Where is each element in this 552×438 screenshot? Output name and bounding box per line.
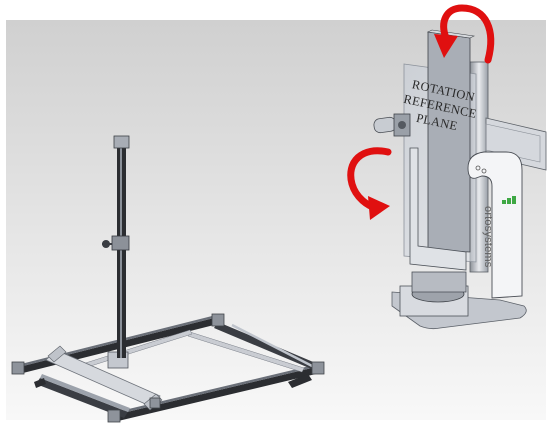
mast-highlight [120, 146, 122, 358]
mast-top-cap [113, 135, 130, 149]
foot-plate-right [288, 374, 312, 388]
white-housing [467, 151, 523, 299]
rotation-device [373, 29, 547, 330]
screw-icon [481, 168, 487, 174]
cross-rail-left [36, 374, 130, 418]
foot-back-left [107, 409, 121, 423]
mast-carriage [111, 235, 130, 251]
cross-rail-right [214, 322, 318, 370]
vertical-slab [427, 31, 471, 253]
front-frame [409, 147, 467, 271]
foot-front-left [11, 361, 25, 375]
foot-mid [149, 397, 161, 409]
rotary-housing [411, 271, 467, 293]
platform-end-left [47, 345, 67, 363]
foot-back-right [311, 361, 325, 375]
pivot-icon [398, 121, 406, 129]
light-rail [231, 323, 317, 370]
foot-plate-left [34, 378, 46, 388]
brand-name: ortosystems [482, 206, 494, 268]
foot-front-right [211, 313, 225, 327]
frame-stand [11, 135, 325, 423]
rotation-arrow-top-icon [434, 4, 495, 64]
screw-icon [475, 165, 481, 171]
brand-logo-icon [502, 196, 516, 204]
rotation-arrow-side-icon [347, 147, 392, 220]
base-rail-back [110, 364, 320, 422]
